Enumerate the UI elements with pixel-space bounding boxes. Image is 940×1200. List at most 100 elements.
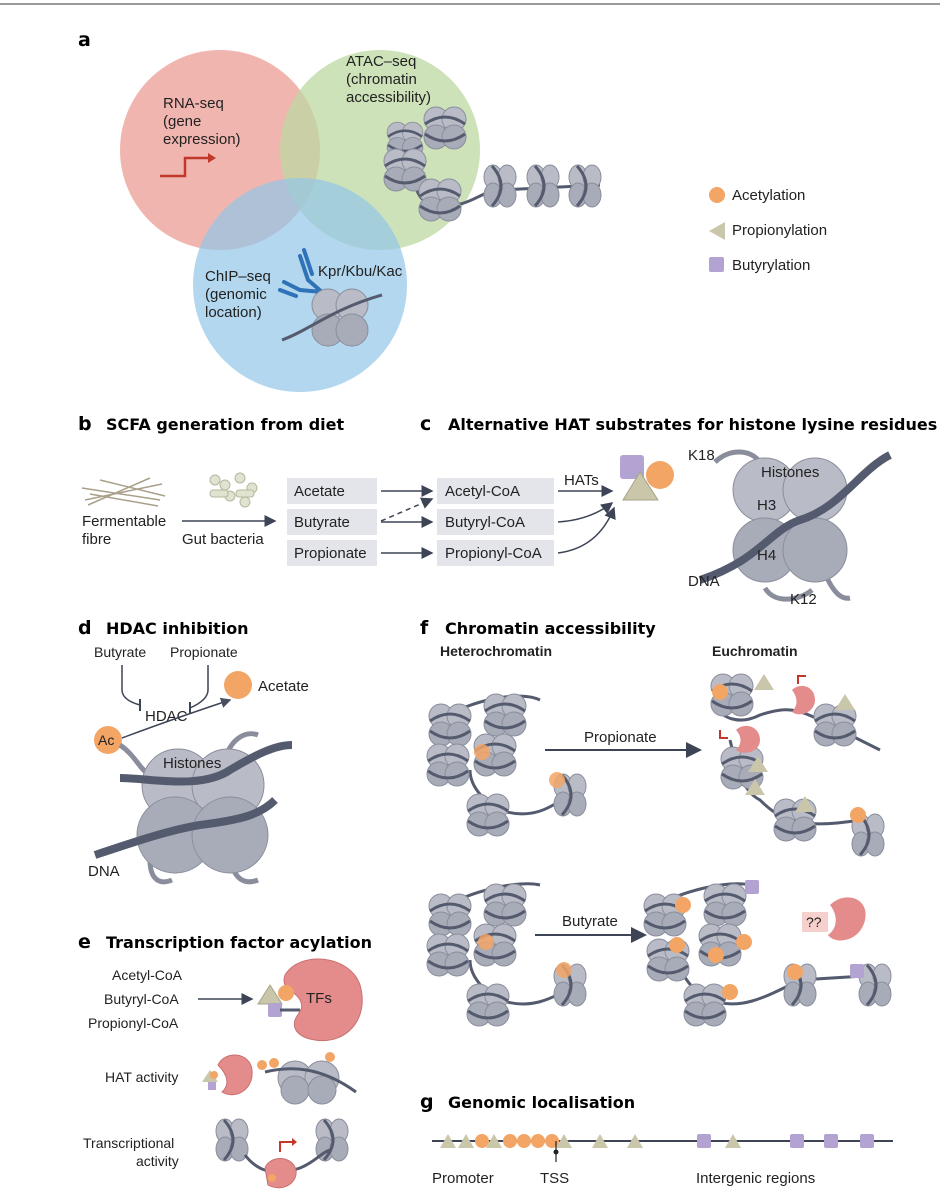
e-acetyl: Acetyl-CoA xyxy=(112,967,183,983)
panel-e: e Transcription factor acylation Acetyl-… xyxy=(78,931,372,1189)
venn-chip-circle xyxy=(193,178,407,392)
panel-f-letter: f xyxy=(420,617,429,639)
hat-activity-label: HAT activity xyxy=(105,1069,178,1085)
panel-c-letter: c xyxy=(420,413,431,435)
butyrylation-icon xyxy=(709,257,724,272)
chip-label-1: ChIP–seq xyxy=(205,268,271,285)
fibre-label-1: Fermentable xyxy=(82,513,166,530)
transcriptional-activity-icon xyxy=(214,1117,350,1189)
ac-label: Ac xyxy=(98,732,114,748)
panel-e-title: Transcription factor acylation xyxy=(106,933,372,952)
scfa-propionate: Propionate xyxy=(294,545,367,562)
panel-f: f Chromatin accessibility Heterochromati… xyxy=(420,617,893,1028)
panel-g-title: Genomic localisation xyxy=(448,1093,635,1112)
nucleosome-icon xyxy=(281,288,383,347)
propionate-inhibit-line xyxy=(189,665,209,709)
propionylation-icon xyxy=(709,222,725,240)
tf-icon xyxy=(257,958,363,1042)
unknown-label: ?? xyxy=(806,914,822,930)
butyrate-arrow-label: Butyrate xyxy=(562,913,618,930)
scfa-box-acetate xyxy=(287,478,377,504)
scfa-acetate: Acetate xyxy=(294,483,345,500)
acetylation-icon xyxy=(709,187,725,203)
dna-label: DNA xyxy=(688,573,720,590)
h3-label: H3 xyxy=(757,497,776,514)
panel-a-letter: a xyxy=(78,29,91,51)
k18-label: K18 xyxy=(688,447,715,464)
atac-label-1: ATAC–seq xyxy=(346,53,416,70)
acyl-group-cluster-icon xyxy=(620,455,674,501)
hats-label: HATs xyxy=(564,472,599,489)
transcriptional-label-1: Transcriptional xyxy=(83,1135,174,1151)
intergenic-label: Intergenic regions xyxy=(696,1170,815,1187)
euchromatin-label: Euchromatin xyxy=(712,643,798,659)
coa-acetyl: Acetyl-CoA xyxy=(445,483,520,500)
e-propionyl: Propionyl-CoA xyxy=(88,1015,179,1031)
promoter-arrow-icon xyxy=(160,156,208,178)
legend-butyrylation: Butyrylation xyxy=(732,257,810,274)
coa-box-acetyl xyxy=(437,478,554,504)
legend-acetylation: Acetylation xyxy=(732,187,805,204)
d-acetate-label: Acetate xyxy=(258,678,309,695)
histone-octamer-icon-d xyxy=(93,731,293,885)
panel-c: c Alternative HAT substrates for histone… xyxy=(380,413,937,608)
propionate-arrow-label: Propionate xyxy=(584,729,657,746)
euchromatin-cluster-bottom xyxy=(642,880,893,1028)
fibre-icon xyxy=(81,477,166,507)
chromatin-fibre-icon xyxy=(382,105,603,223)
heterochromatin-label: Heterochromatin xyxy=(440,643,552,659)
panel-g-letter: g xyxy=(420,1091,434,1113)
coa-box-butyryl xyxy=(437,509,554,535)
rna-label-3: expression) xyxy=(163,131,241,148)
panel-g: g Genomic localisation Promoter TSS Inte… xyxy=(420,1091,893,1187)
coa-box-propionyl xyxy=(437,540,554,566)
hat-activity-icon xyxy=(202,1052,357,1105)
panel-b-title: SCFA generation from diet xyxy=(106,415,345,434)
panel-d-letter: d xyxy=(78,617,92,639)
d-propionate-label: Propionate xyxy=(170,644,238,660)
h4-label: H4 xyxy=(757,547,776,564)
tfs-label: TFs xyxy=(306,990,332,1007)
legend-propionylation: Propionylation xyxy=(732,222,827,239)
panel-d: d HDAC inhibition Butyrate Propionate HD… xyxy=(78,617,309,885)
coa-propionyl: Propionyl-CoA xyxy=(445,545,542,562)
fibre-label-2: fibre xyxy=(82,531,111,548)
euchromatin-cluster-top xyxy=(709,672,886,858)
genome-marks xyxy=(440,1134,874,1162)
panel-a: a RNA-seq (gene expression) ATAC–seq (ch… xyxy=(78,29,603,392)
transcriptional-label-2: activity xyxy=(136,1153,179,1169)
k12-label: K12 xyxy=(790,591,817,608)
butyrate-inhibit-line xyxy=(121,665,141,706)
scfa-butyrate: Butyrate xyxy=(294,514,350,531)
heterochromatin-cluster-bottom xyxy=(425,882,588,1028)
rna-label-1: RNA-seq xyxy=(163,95,224,112)
histones-label: Histones xyxy=(761,464,819,481)
e-butyryl: Butyryl-CoA xyxy=(104,991,179,1007)
panel-b-letter: b xyxy=(78,413,92,435)
antibody-label: Kpr/Kbu/Kac xyxy=(318,263,403,280)
panel-c-title: Alternative HAT substrates for histone l… xyxy=(448,415,937,434)
bacteria-label: Gut bacteria xyxy=(182,531,264,548)
rna-label-2: (gene xyxy=(163,113,201,130)
atac-label-3: accessibility) xyxy=(346,89,431,106)
heterochromatin-cluster-top xyxy=(425,692,588,838)
d-dna-label: DNA xyxy=(88,863,120,880)
atac-label-2: (chromatin xyxy=(346,71,417,88)
d-histones-label: Histones xyxy=(163,755,221,772)
chip-label-3: location) xyxy=(205,304,262,321)
legend: Acetylation Propionylation Butyrylation xyxy=(709,187,827,274)
ac-icon xyxy=(94,726,122,754)
panel-f-title: Chromatin accessibility xyxy=(445,619,656,638)
antibody-icon xyxy=(278,248,324,298)
acetate-icon xyxy=(224,671,252,699)
panel-e-letter: e xyxy=(78,931,91,953)
scfa-box-butyrate xyxy=(287,509,377,535)
coa-butyryl: Butyryl-CoA xyxy=(445,514,525,531)
d-butyrate-label: Butyrate xyxy=(94,644,146,660)
tss-label: TSS xyxy=(540,1170,569,1187)
histone-octamer-icon xyxy=(698,449,892,602)
hdac-label: HDAC xyxy=(145,708,188,725)
scfa-box-propionate xyxy=(287,540,377,566)
chip-label-2: (genomic xyxy=(205,286,267,303)
